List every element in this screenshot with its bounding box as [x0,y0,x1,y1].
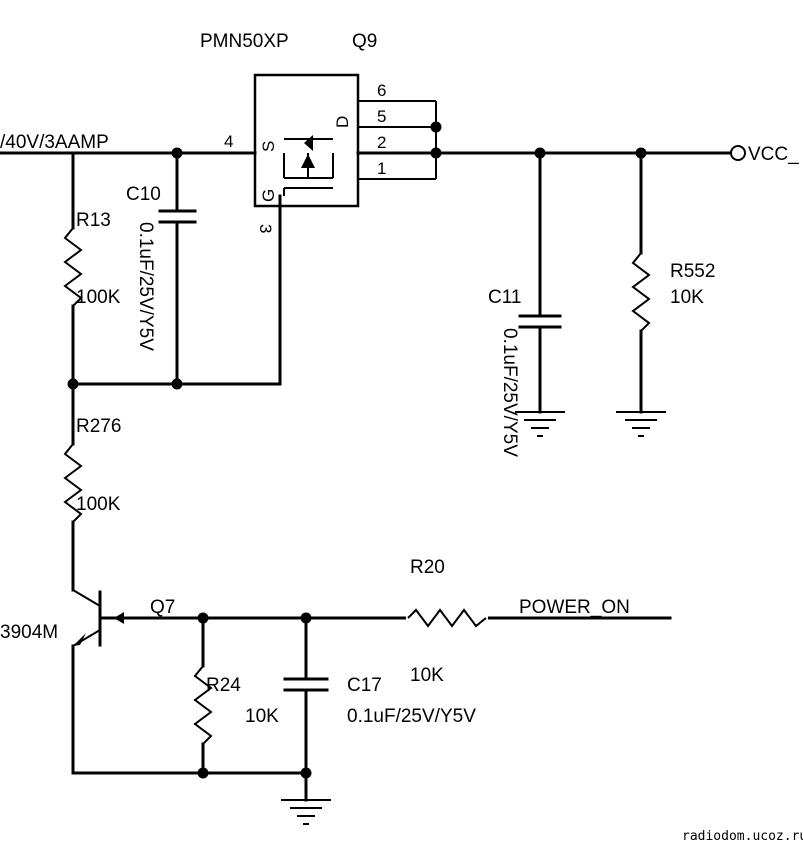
vcc-terminal [730,145,746,161]
input-net-label: /40V/3AAMP [0,132,109,153]
r20-ref-label: R20 [410,557,445,578]
watermark-text: radiodom.ucoz.ru [682,829,803,844]
q7-ref-label: Q7 [150,597,175,618]
q9-pin6-label: 6 [377,81,386,100]
q7-collector [72,589,101,607]
q9-pin3-label: 3 [256,224,275,233]
power-on-net-label: POWER_ON [519,597,630,618]
r276-resistor [63,443,83,523]
q9-gate-pin-label: G [259,189,278,202]
r24-value-label: 10K [245,706,279,727]
r13-resistor [63,227,83,307]
q9-pin2-label: 2 [377,133,386,152]
q9-drain-pin-label: D [333,116,352,128]
r20-zigzag [407,608,487,628]
c11-ref-label: C11 [488,287,521,308]
r13-value-label: 100K [76,287,121,308]
junction-dots [67,121,647,779]
c10-ref-label: C10 [126,184,161,205]
c17-value-label: 0.1uF/25V/Y5V [347,706,476,727]
r24-ref-label: R24 [206,675,241,696]
r552-ground-symbol [616,411,666,437]
c10-value-label: 0.1uF/25V/Y5V [135,222,156,351]
q9-pin4-label: 4 [224,132,233,151]
q7-part-label: 3904M [0,622,58,643]
q9-body-arrow [301,154,315,168]
r276-value-label: 100K [76,494,121,515]
q7-base-arrow [114,612,124,624]
q7-emitter-arrow [73,633,86,646]
q9-body [253,73,360,208]
c17-ground-symbol [281,799,331,825]
q9-diode-triangle [304,135,313,151]
r276-ref-label: R276 [76,416,121,437]
q9-pin5-label: 5 [377,107,386,126]
q9-part-label: PMN50XP [200,31,289,52]
r24-resistor [193,665,213,745]
q9-source-pin-label: S [259,141,278,152]
c17-ref-label: C17 [347,675,382,696]
r552-ref-label: R552 [670,261,715,282]
c11-ground-symbol [515,411,565,437]
r552-value-label: 10K [670,287,704,308]
r552-resistor [631,252,651,332]
q9-ref-label: Q9 [352,31,377,52]
q9-pin1-label: 1 [377,159,386,178]
r20-value-label: 10K [410,665,444,686]
r13-ref-label: R13 [76,210,111,231]
c11-value-label: 0.1uF/25V/Y5V [499,328,520,457]
vcc-net-label: VCC_ [748,144,799,165]
